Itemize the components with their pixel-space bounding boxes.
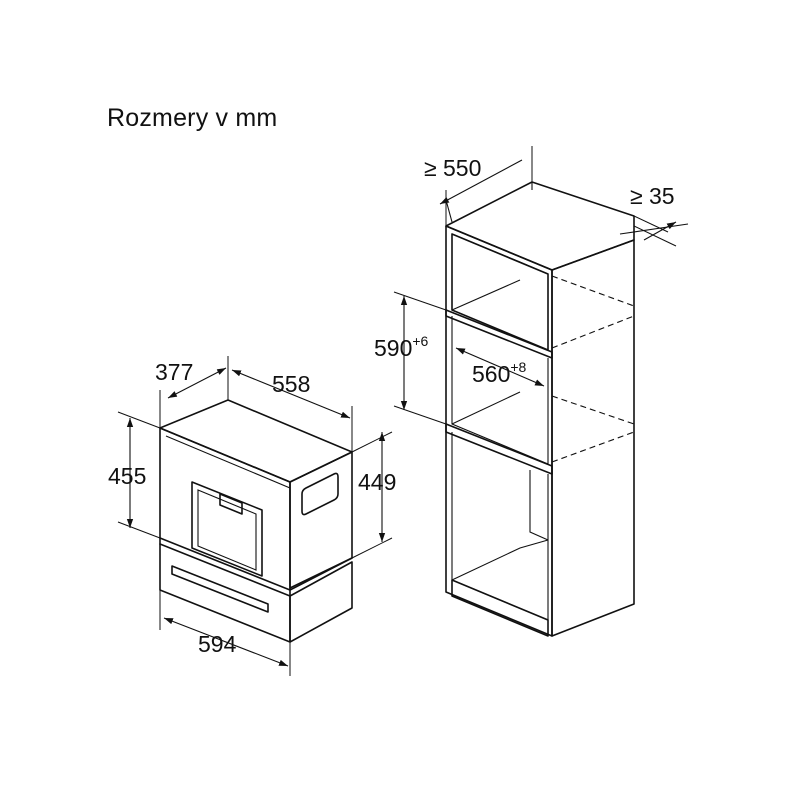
cabinet-dimensions <box>393 146 689 425</box>
appliance-top-depth-label: 558 <box>272 371 310 397</box>
appliance-side-height-label: 449 <box>358 469 396 495</box>
appliance-height-label: 455 <box>108 463 146 489</box>
appliance-drawing <box>159 399 353 643</box>
niche-height-value: 590 <box>374 335 412 361</box>
appliance-dimensions <box>117 356 393 676</box>
cabinet-depth-label: ≥ 550 <box>424 155 481 181</box>
niche-width-value: 560 <box>472 361 510 387</box>
niche-width-tolerance: +8 <box>510 359 526 375</box>
appliance-depth-label: 377 <box>155 359 193 385</box>
page-title: Rozmery v mm <box>107 104 278 132</box>
cabinet-gap-label: ≥ 35 <box>630 183 675 209</box>
cabinet-drawing <box>445 181 635 637</box>
appliance-width-label: 594 <box>198 631 237 657</box>
niche-height-tolerance: +6 <box>412 333 428 349</box>
cabinet-niche-height-label: 590+6 <box>374 333 429 361</box>
cabinet-niche-width-label: 560+8 <box>472 359 527 387</box>
